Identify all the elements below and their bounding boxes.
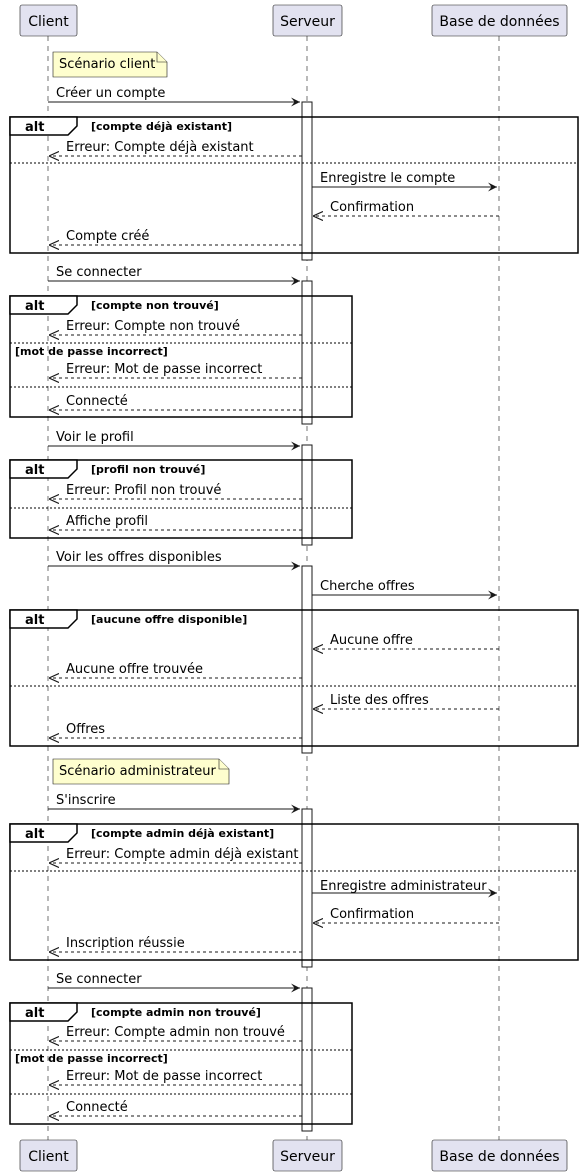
note-text: Scénario administrateur: [59, 764, 217, 779]
alt-keyword: alt: [25, 827, 44, 842]
alt-keyword: alt: [25, 120, 44, 135]
activation-bar: [301, 101, 313, 261]
message: Erreur: Compte non trouvé: [49, 319, 302, 335]
message: Confirmation: [313, 200, 499, 216]
message: Créer un compte: [48, 86, 300, 107]
alt-keyword: alt: [25, 613, 44, 628]
note-text: Scénario client: [59, 57, 155, 72]
alt-frame: alt [compte admin déjà existant]: [9, 823, 579, 961]
participant-label: Client: [28, 1149, 69, 1165]
message-label: Erreur: Profil non trouvé: [66, 483, 221, 498]
message: Voir le profil: [48, 430, 300, 451]
note-scenario-client: Scénario client: [52, 51, 168, 78]
participant-client-bottom: Client: [19, 1139, 78, 1172]
alt-frame: alt [compte déjà existant]: [9, 116, 579, 254]
message-label: S'inscrire: [56, 793, 116, 808]
participant-serveur-top: Serveur: [272, 4, 343, 37]
message: Erreur: Mot de passe incorrect: [49, 362, 302, 378]
message-label: Erreur: Compte déjà existant: [66, 140, 254, 155]
message: Se connecter: [48, 972, 300, 993]
message-label: Erreur: Mot de passe incorrect: [66, 1069, 262, 1084]
message-label: Erreur: Compte admin déjà existant: [66, 847, 299, 862]
participant-base-de-donnees-bottom: Base de données: [431, 1139, 568, 1172]
participant-base-de-donnees-top: Base de données: [431, 4, 568, 37]
message: Erreur: Compte déjà existant: [49, 140, 302, 156]
message: Se connecter: [48, 265, 300, 286]
message: Aucune offre trouvée: [49, 662, 302, 678]
message: Enregistre administrateur: [312, 879, 497, 898]
message: Erreur: Mot de passe incorrect: [49, 1069, 302, 1085]
participant-label: Serveur: [280, 1149, 335, 1165]
message: Erreur: Compte admin non trouvé: [49, 1025, 302, 1041]
activation-bar: [301, 444, 313, 546]
message-label: Aucune offre: [330, 633, 413, 648]
message-label: Erreur: Mot de passe incorrect: [66, 362, 262, 377]
message: Connecté: [49, 1100, 302, 1116]
message-label: Enregistre le compte: [320, 171, 455, 186]
message-label: Se connecter: [56, 265, 142, 280]
alt-guard: [compte admin déjà existant]: [91, 827, 274, 840]
message-label: Liste des offres: [330, 693, 429, 708]
message: Erreur: Compte admin déjà existant: [49, 847, 302, 863]
participant-client-top: Client: [19, 4, 78, 37]
message-label: Inscription réussie: [66, 936, 185, 951]
message-label: Connecté: [66, 1100, 128, 1115]
message-label: Voir le profil: [56, 430, 134, 445]
message-label: Créer un compte: [56, 86, 165, 101]
alt-guard: [compte admin non trouvé]: [91, 1006, 261, 1019]
message-label: Aucune offre trouvée: [66, 662, 203, 677]
message-label: Affiche profil: [66, 514, 148, 529]
message: Aucune offre: [313, 633, 499, 649]
activation-bar: [301, 565, 313, 754]
alt-guard: [profil non trouvé]: [91, 463, 205, 476]
alt-guard: [mot de passe incorrect]: [15, 1052, 168, 1065]
alt-guard: [compte non trouvé]: [91, 299, 219, 312]
message: Offres: [49, 722, 302, 738]
alt-frame: alt [compte non trouvé] [mot de passe in…: [9, 295, 353, 418]
alt-guard: [aucune offre disponible]: [91, 613, 247, 626]
activation-bar: [301, 280, 313, 425]
alt-guard: [compte déjà existant]: [91, 120, 232, 133]
message-label: Se connecter: [56, 972, 142, 987]
message: Confirmation: [313, 907, 499, 923]
note-scenario-administrateur: Scénario administrateur: [52, 758, 230, 785]
participant-serveur-bottom: Serveur: [272, 1139, 343, 1172]
message: Voir les offres disponibles: [48, 550, 300, 571]
activation-bar: [301, 987, 313, 1132]
message: Inscription réussie: [49, 936, 302, 952]
alt-keyword: alt: [25, 463, 44, 478]
message-label: Confirmation: [330, 907, 414, 922]
alt-guard: [mot de passe incorrect]: [15, 345, 168, 358]
message: Connecté: [49, 394, 302, 410]
message-label: Compte créé: [66, 229, 149, 244]
participant-label: Base de données: [439, 14, 559, 30]
alt-frame: alt [aucune offre disponible]: [9, 609, 579, 747]
message-label: Erreur: Compte non trouvé: [66, 319, 240, 334]
message-label: Confirmation: [330, 200, 414, 215]
message-label: Enregistre administrateur: [320, 879, 487, 894]
message-label: Connecté: [66, 394, 128, 409]
message: Enregistre le compte: [312, 171, 497, 192]
message-label: Voir les offres disponibles: [56, 550, 222, 565]
message-label: Erreur: Compte admin non trouvé: [66, 1025, 285, 1040]
participant-label: Serveur: [280, 14, 335, 30]
message-label: Offres: [66, 722, 105, 737]
message: Affiche profil: [49, 514, 302, 530]
message: Erreur: Profil non trouvé: [49, 483, 302, 499]
alt-keyword: alt: [25, 299, 44, 314]
alt-keyword: alt: [25, 1006, 44, 1021]
participant-label: Base de données: [439, 1149, 559, 1165]
activation-bar: [301, 808, 313, 968]
message-label: Cherche offres: [320, 579, 415, 594]
alt-frame: alt [compte admin non trouvé] [mot de pa…: [9, 1002, 353, 1125]
message: Compte créé: [49, 229, 302, 245]
participant-label: Client: [28, 14, 69, 30]
alt-frame: alt [profil non trouvé]: [9, 459, 353, 539]
message: Liste des offres: [313, 693, 499, 709]
message: Cherche offres: [312, 579, 497, 600]
message: S'inscrire: [48, 793, 300, 814]
